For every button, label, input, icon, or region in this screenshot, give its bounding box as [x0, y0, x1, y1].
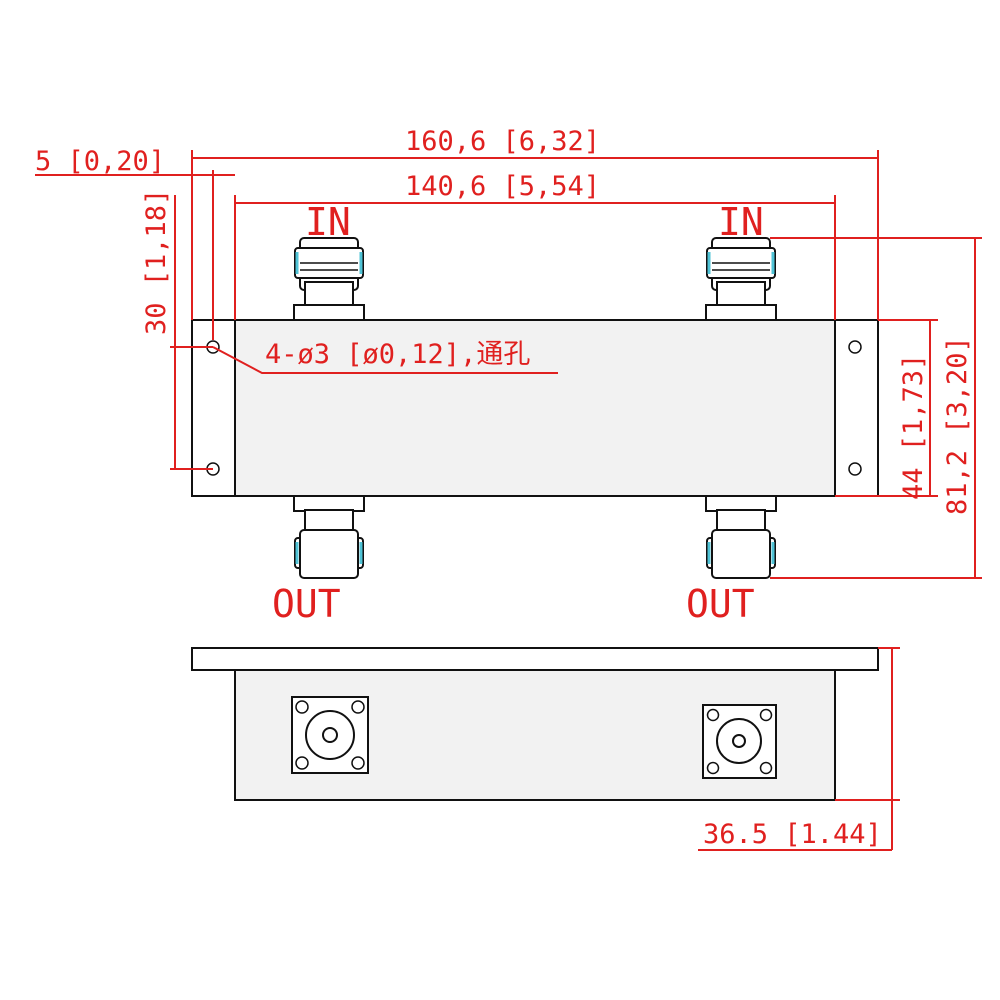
dim-hole-spacing: 30 [1,18] — [141, 189, 172, 335]
mount-hole-bottom-right — [848, 462, 862, 476]
in-connector-left — [293, 237, 365, 321]
dim-mount-holes: 4-ø3 [ø0,12],通孔 — [265, 339, 530, 370]
out-connector-right — [705, 495, 777, 579]
dim-body-width: 140,6 [5,54] — [405, 171, 600, 202]
dimension-lines: 160,6 [6,32] 140,6 [5,54] 5 [0,20] 30 [1… — [35, 126, 982, 579]
dim-depth: 36.5 [1.44] — [703, 819, 882, 850]
top-view: IN IN OUT OUT — [191, 200, 879, 626]
side-connector-right — [702, 704, 777, 779]
label-out-right: OUT — [686, 582, 755, 626]
side-view: 36.5 [1.44] — [191, 647, 900, 851]
label-in-right: IN — [718, 200, 764, 244]
dim-body-height: 44 [1,73] — [898, 354, 929, 500]
in-connector-right — [705, 237, 777, 321]
label-out-left: OUT — [272, 582, 341, 626]
label-in-left: IN — [305, 200, 351, 244]
side-flange-plate — [191, 647, 879, 671]
side-connector-left — [291, 696, 369, 774]
dim-overall-width: 160,6 [6,32] — [405, 126, 600, 157]
dim-overall-height: 81,2 [3,20] — [942, 336, 973, 515]
splitter-body — [234, 319, 836, 497]
mount-hole-top-right — [848, 340, 862, 354]
dim-flange-margin: 5 [0,20] — [35, 146, 165, 177]
out-connector-left — [293, 495, 365, 579]
